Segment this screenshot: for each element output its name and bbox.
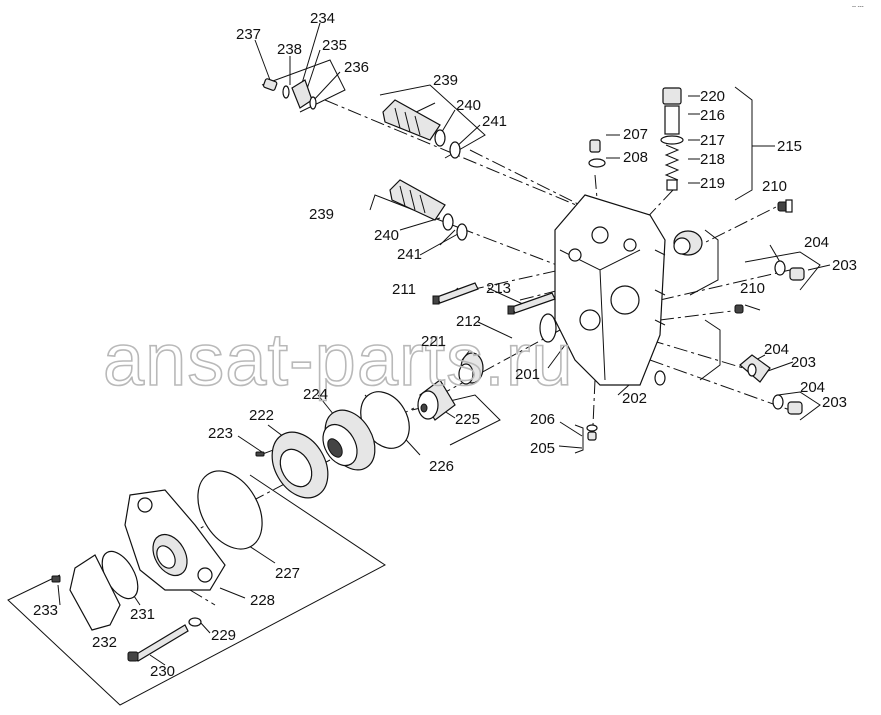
callout-202: 202 — [622, 390, 647, 407]
part-bearing-224 — [322, 409, 376, 471]
part-seal-201 — [539, 313, 557, 343]
part-plug-203-lower — [772, 394, 803, 415]
part-cover-228 — [124, 489, 226, 591]
callout-227: 227 — [275, 565, 300, 582]
callout-229: 229 — [211, 627, 236, 644]
callout-203-middle: 203 — [791, 354, 816, 371]
callout-206: 206 — [530, 411, 555, 428]
part-spool-239-top — [382, 99, 461, 159]
watermark-text: ansat-parts.ru — [103, 318, 574, 401]
part-bushing-225 — [417, 379, 456, 421]
callout-221: 221 — [421, 333, 446, 350]
callout-203-lower: 203 — [822, 394, 847, 411]
callout-222: 222 — [249, 407, 274, 424]
callout-213: 213 — [486, 280, 511, 297]
callout-220: 220 — [700, 88, 725, 105]
part-plug-210-lower — [734, 304, 744, 314]
part-spool-239-lower — [389, 179, 468, 241]
callout-224: 224 — [303, 386, 328, 403]
callout-201: 201 — [515, 366, 540, 383]
part-bolt-230 — [127, 624, 189, 662]
part-pin-223 — [255, 451, 265, 457]
part-plug-237 — [262, 78, 317, 110]
callout-233: 233 — [33, 602, 58, 619]
callout-231: 231 — [130, 606, 155, 623]
callout-210-lower: 210 — [740, 280, 765, 297]
callout-240-lower: 240 — [374, 227, 399, 244]
callout-235: 235 — [322, 37, 347, 54]
callout-205: 205 — [530, 440, 555, 457]
callout-232: 232 — [92, 634, 117, 651]
part-relief-valve-215 — [660, 87, 684, 191]
callout-223: 223 — [208, 425, 233, 442]
callout-236: 236 — [344, 59, 369, 76]
callout-226: 226 — [429, 458, 454, 475]
callout-labels: 237 234 238 235 236 239 240 241 207 208 … — [33, 10, 857, 680]
callout-230: 230 — [150, 663, 175, 680]
callout-240-top: 240 — [456, 97, 481, 114]
callout-239-lower: 239 — [309, 206, 334, 223]
callout-215: 215 — [777, 138, 802, 155]
callout-204-middle: 204 — [764, 341, 789, 358]
part-bushing-right — [673, 230, 703, 256]
callout-217: 217 — [700, 132, 725, 149]
callout-219: 219 — [700, 175, 725, 192]
callout-211: 211 — [392, 281, 416, 298]
part-plug-207 — [588, 139, 606, 168]
part-washer-229 — [188, 617, 202, 627]
callout-218: 218 — [700, 151, 725, 168]
callout-234: 234 — [310, 10, 335, 27]
callout-210-upper: 210 — [762, 178, 787, 195]
callout-237: 237 — [236, 26, 261, 43]
callout-239-top: 239 — [433, 72, 458, 89]
part-housing-202 — [554, 194, 666, 386]
part-bushing-221 — [458, 352, 484, 385]
callout-208: 208 — [623, 149, 648, 166]
callout-212: 212 — [456, 313, 481, 330]
part-plug-205 — [586, 424, 598, 441]
callout-228: 228 — [250, 592, 275, 609]
part-plug-210-upper — [777, 199, 793, 213]
part-bolt-213 — [507, 292, 556, 315]
callout-204-lower: 204 — [800, 379, 825, 396]
part-plate-222 — [271, 431, 329, 499]
parts — [51, 78, 805, 662]
callout-241-lower: 241 — [397, 246, 422, 263]
callout-203-upper: 203 — [832, 257, 857, 274]
callout-216: 216 — [700, 107, 725, 124]
callout-204-upper: 204 — [804, 234, 829, 251]
part-block-204 — [739, 354, 771, 383]
part-plate-232 — [69, 554, 121, 631]
part-oring-227 — [197, 470, 263, 550]
part-bolt-211 — [432, 282, 479, 305]
part-bolt-233 — [51, 575, 61, 583]
part-plug-203-upper — [774, 260, 805, 281]
corner-mark: -- --- — [852, 4, 864, 10]
callout-225: 225 — [455, 411, 480, 428]
callout-238: 238 — [277, 41, 302, 58]
callout-207: 207 — [623, 126, 648, 143]
center-lines — [139, 99, 791, 606]
callout-241-top: 241 — [482, 113, 507, 130]
